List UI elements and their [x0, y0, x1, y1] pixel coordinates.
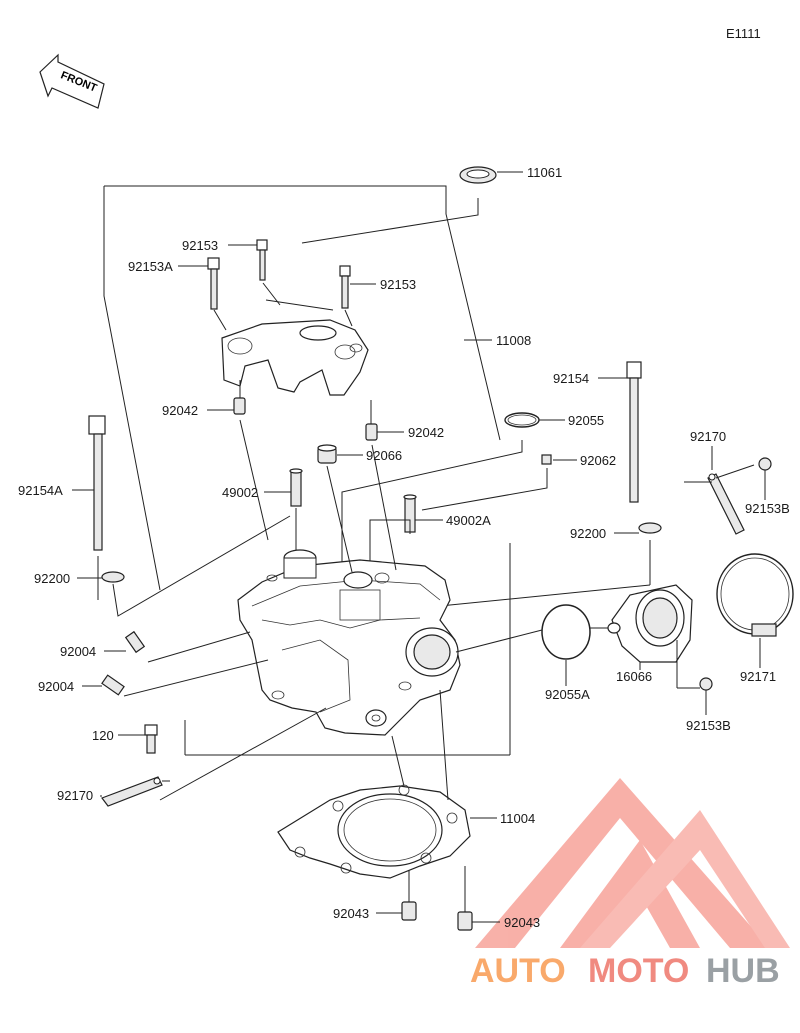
label-92062: 92062	[580, 453, 616, 468]
guide-49002	[264, 468, 303, 560]
part-16066-holder	[590, 584, 693, 670]
bolt-92153B-bottom	[676, 640, 713, 715]
watermark-hub: HUB	[706, 952, 780, 990]
part-92062-nut	[421, 454, 577, 511]
watermark-moto: MOTO	[588, 952, 689, 990]
stud-92154A	[72, 415, 106, 600]
leader-lines-misc	[239, 299, 397, 573]
label-92004-b: 92004	[38, 679, 74, 694]
label-92042-left: 92042	[162, 403, 198, 418]
stud-92004-b	[82, 659, 269, 697]
watermark-logo	[475, 778, 790, 948]
part-92066-plug	[317, 444, 363, 464]
pin-92043-left	[376, 870, 417, 921]
part-92055A-oring	[455, 604, 591, 686]
plate-92170-right	[684, 446, 755, 535]
part-11004-gasket	[277, 689, 497, 879]
label-92055A: 92055A	[545, 687, 590, 702]
pin-92042-right	[365, 400, 404, 441]
label-92200-left: 92200	[34, 571, 70, 586]
part-cylinder-head	[237, 549, 461, 736]
bolt-92153B-top	[758, 457, 772, 500]
bolt-92153-a	[228, 239, 281, 306]
washer-92200-left	[77, 515, 291, 617]
stud-92004-a	[104, 630, 251, 663]
front-arrow-icon: FRONT	[39, 53, 105, 109]
plate-92170-left	[100, 707, 327, 807]
label-92066: 92066	[366, 448, 402, 463]
label-92153A: 92153A	[128, 259, 173, 274]
label-11008: 11008	[496, 333, 531, 348]
label-16066: 16066	[616, 669, 652, 684]
label-92153-right: 92153	[380, 277, 416, 292]
label-92153B-top: 92153B	[745, 501, 790, 516]
label-92170-right: 92170	[690, 429, 726, 444]
washer-92200-right	[439, 522, 662, 607]
label-92153B-bottom: 92153B	[686, 718, 731, 733]
label-92004-a: 92004	[60, 644, 96, 659]
label-92170-left: 92170	[57, 788, 93, 803]
label-11061: 11061	[527, 165, 562, 180]
assembly-frame-lines	[103, 185, 511, 756]
part-11061-seal	[459, 166, 523, 184]
label-92200-right: 92200	[570, 526, 606, 541]
label-92055: 92055	[568, 413, 604, 428]
label-11004: 11004	[500, 811, 535, 826]
label-92153-top: 92153	[182, 238, 218, 253]
label-49002A: 49002A	[446, 513, 491, 528]
label-120: 120	[92, 728, 114, 743]
label-92171: 92171	[740, 669, 776, 684]
diagram-code: E1111	[726, 26, 761, 41]
label-92043-right: 92043	[504, 915, 540, 930]
label-92042-right: 92042	[408, 425, 444, 440]
stud-92154	[598, 361, 642, 503]
label-92154: 92154	[553, 371, 589, 386]
watermark-auto: AUTO	[470, 952, 566, 990]
bolt-92153A	[178, 257, 227, 331]
part-92171-clamp	[716, 553, 794, 668]
label-49002: 49002	[222, 485, 258, 500]
bolt-120	[118, 724, 158, 754]
pin-92042-left	[207, 380, 246, 415]
bolt-92153-b	[339, 265, 376, 327]
label-92154A: 92154A	[18, 483, 63, 498]
label-92043-left: 92043	[333, 906, 369, 921]
pin-92043-right	[457, 866, 500, 931]
guide-49002A	[369, 494, 443, 575]
watermark-text: AUTO MOTO HUB	[470, 952, 780, 990]
part-camshaft-holder	[221, 319, 369, 396]
